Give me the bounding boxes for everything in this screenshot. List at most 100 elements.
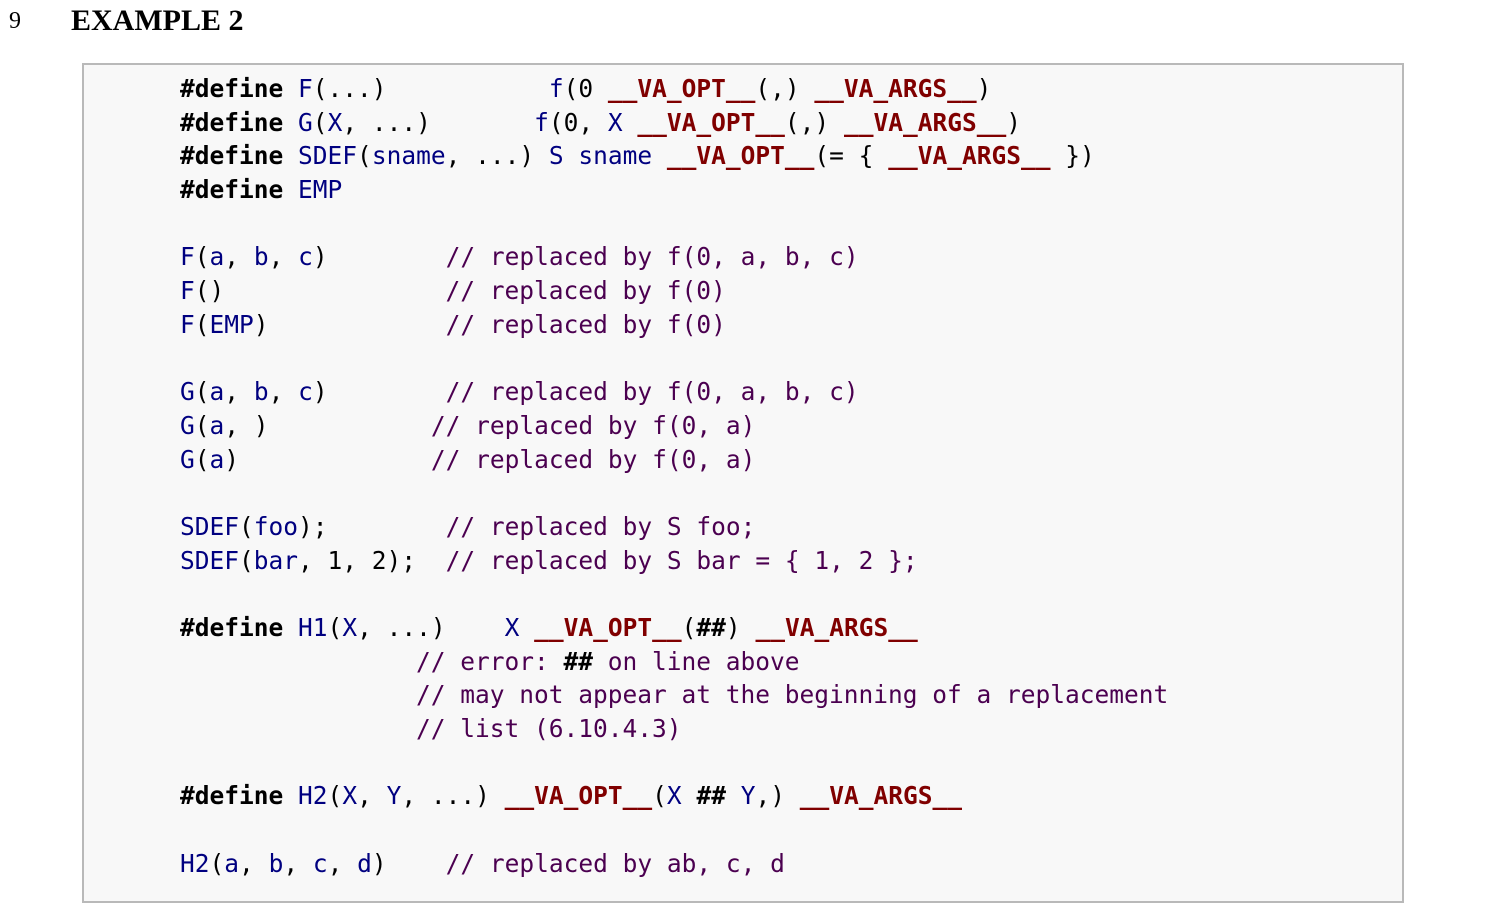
identifier-token: F	[180, 242, 195, 272]
plain-token: (,)	[755, 74, 815, 103]
comment-token: // replaced by f(0, a, b, c)	[445, 242, 859, 272]
code-line: // error: ## on line above	[180, 645, 1168, 679]
plain-token	[283, 108, 298, 137]
plain-token: (= {	[814, 141, 889, 171]
keyword-token: #define	[180, 613, 284, 642]
va-macro-token: __VA_ARGS__	[799, 781, 963, 811]
va-macro-token: __VA_ARGS__	[814, 74, 977, 103]
example-heading: EXAMPLE 2	[71, 4, 244, 37]
plain-token	[652, 141, 667, 170]
identifier-token: c	[298, 242, 313, 272]
comment-token: // may not appear at the beginning of a …	[416, 680, 1169, 710]
paragraph-number: 9	[9, 8, 21, 34]
plain-token	[180, 680, 416, 709]
plain-token: , ...)	[445, 141, 549, 171]
identifier-token: Y	[740, 781, 756, 811]
va-macro-token: __VA_ARGS__	[888, 141, 1051, 171]
plain-token: )	[725, 613, 756, 642]
identifier-token: a	[209, 242, 225, 272]
code-line: SDEF(bar, 1, 2); // replaced by S bar = …	[180, 544, 1168, 578]
identifier-token: G	[180, 377, 195, 407]
identifier-token: Y	[386, 781, 402, 811]
code-line: F(a, b, c) // replaced by f(0, a, b, c)	[180, 240, 1168, 274]
plain-token: , ...)	[342, 107, 535, 137]
plain-token: (...)	[312, 74, 549, 103]
plain-token: , 1, 2);	[298, 545, 446, 575]
identifier-token: X	[504, 613, 520, 642]
operator-token: ##	[696, 613, 726, 642]
plain-token: (	[327, 781, 343, 811]
plain-token: )	[224, 444, 431, 474]
plain-token	[180, 647, 416, 676]
identifier-token: sname	[578, 141, 653, 171]
keyword-token: #define	[180, 74, 284, 103]
identifier-token: a	[224, 848, 240, 878]
identifier-token: EMP	[298, 175, 343, 205]
comment-token: on line above	[593, 646, 800, 676]
code-line: SDEF(foo); // replaced by S foo;	[180, 510, 1168, 544]
code-line: #define H1(X, ...) X __VA_OPT__(##) __VA…	[180, 611, 1168, 645]
code-line: ​	[180, 577, 1168, 611]
plain-token: )	[976, 74, 992, 103]
identifier-token: c	[298, 377, 313, 407]
plain-token: })	[1050, 141, 1095, 171]
plain-token: , ...)	[357, 613, 505, 642]
comment-token: // error:	[416, 646, 564, 676]
code-line: #define EMP	[180, 173, 1168, 207]
plain-token: ,)	[755, 781, 800, 811]
comment-token: // replaced by ab, c, d	[445, 848, 785, 878]
code-line: G(a) // replaced by f(0, a)	[180, 443, 1168, 477]
identifier-token: X	[327, 107, 343, 137]
identifier-token: SDEF	[180, 511, 240, 541]
plain-token: )	[312, 242, 446, 272]
plain-token: ,	[239, 848, 269, 878]
plain-token: ,	[327, 848, 358, 878]
keyword-token: #define	[180, 781, 284, 811]
identifier-token: a	[209, 377, 225, 407]
plain-token: (,)	[784, 107, 844, 137]
code-line: #define H2(X, Y, ...) __VA_OPT__(X ## Y,…	[180, 779, 1168, 813]
identifier-token: b	[268, 848, 284, 878]
plain-token: , ...)	[401, 781, 505, 811]
identifier-token: bar	[253, 545, 299, 575]
plain-token: (	[239, 511, 254, 541]
identifier-token: S	[548, 141, 564, 171]
identifier-token: c	[312, 848, 328, 878]
code-line: // list (6.10.4.3)	[180, 712, 1168, 746]
identifier-token: X	[342, 613, 358, 642]
plain-token: (	[327, 613, 343, 642]
plain-token: ,	[224, 242, 254, 272]
identifier-token: X	[342, 781, 358, 811]
code-line: // may not appear at the beginning of a …	[180, 678, 1168, 712]
code-line: G(a, ) // replaced by f(0, a)	[180, 409, 1168, 443]
comment-token: // list (6.10.4.3)	[416, 714, 682, 744]
identifier-token: b	[253, 377, 269, 407]
comment-token: // replaced by f(0)	[445, 309, 726, 339]
plain-token: ,	[224, 377, 254, 407]
plain-token	[564, 141, 579, 170]
comment-token: // replaced by S bar = { 1, 2 };	[445, 545, 918, 575]
code-line: #define SDEF(sname, ...) S sname __VA_OP…	[180, 139, 1168, 173]
va-macro-token: __VA_OPT__	[534, 613, 682, 642]
va-macro-token: __VA_OPT__	[504, 781, 653, 811]
plain-token	[283, 141, 298, 170]
plain-token: ()	[194, 276, 446, 306]
plain-token: (0	[563, 74, 608, 103]
plain-token: ,	[357, 781, 387, 811]
identifier-token: sname	[371, 141, 446, 171]
plain-token	[283, 74, 298, 103]
code-line: ​	[180, 476, 1168, 510]
plain-token: (	[194, 309, 210, 339]
va-macro-token: __VA_OPT__	[637, 107, 785, 137]
identifier-token: d	[357, 848, 372, 878]
comment-token: // replaced by S foo;	[445, 511, 756, 541]
comment-token: // replaced by f(0, a, b, c)	[445, 377, 859, 407]
comment-token: // replaced by f(0, a)	[430, 410, 756, 440]
plain-token: ,	[268, 242, 299, 272]
code-block	[82, 63, 1404, 903]
identifier-token: b	[253, 242, 269, 272]
plain-token: (	[209, 848, 225, 878]
va-macro-token: __VA_OPT__	[607, 74, 756, 103]
identifier-token: EMP	[209, 309, 254, 339]
code-line: H2(a, b, c, d) // replaced by ab, c, d	[180, 847, 1168, 881]
